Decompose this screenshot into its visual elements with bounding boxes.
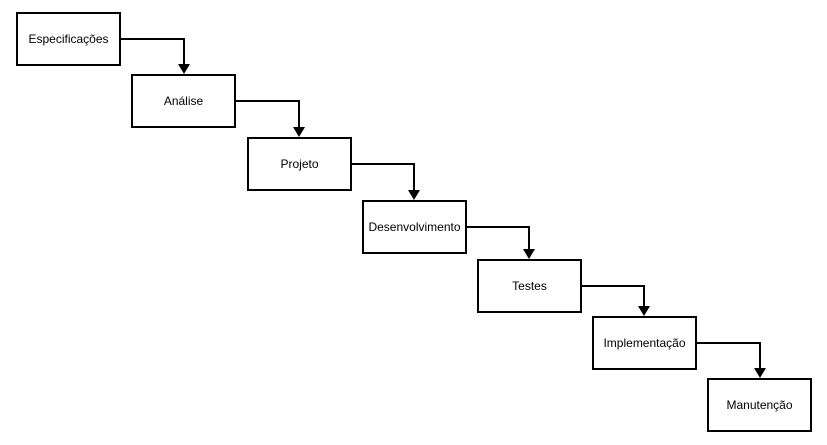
step-testes: Testes (477, 259, 582, 313)
step-implementacao: Implementação (592, 316, 697, 370)
step-manutencao: Manutenção (707, 378, 812, 432)
step-desenvolvimento: Desenvolvimento (362, 200, 467, 254)
step-label: Implementação (603, 336, 686, 350)
step-projeto: Projeto (247, 137, 352, 191)
connector-desenvolvimento-testes (467, 226, 535, 259)
step-label: Análise (163, 94, 204, 108)
step-label: Especificações (28, 32, 109, 46)
connector-implementacao-manutencao (697, 342, 766, 378)
step-analise: Análise (131, 74, 236, 128)
step-label: Projeto (280, 157, 319, 171)
step-label: Testes (512, 279, 547, 293)
connector-especificacoes-analise (121, 38, 190, 74)
connector-testes-implementacao (582, 285, 650, 316)
connector-projeto-desenvolvimento (352, 163, 420, 200)
connector-analise-projeto (236, 100, 305, 137)
step-label: Desenvolvimento (368, 220, 461, 234)
step-especificacoes: Especificações (16, 12, 121, 66)
step-label: Manutenção (726, 398, 793, 412)
